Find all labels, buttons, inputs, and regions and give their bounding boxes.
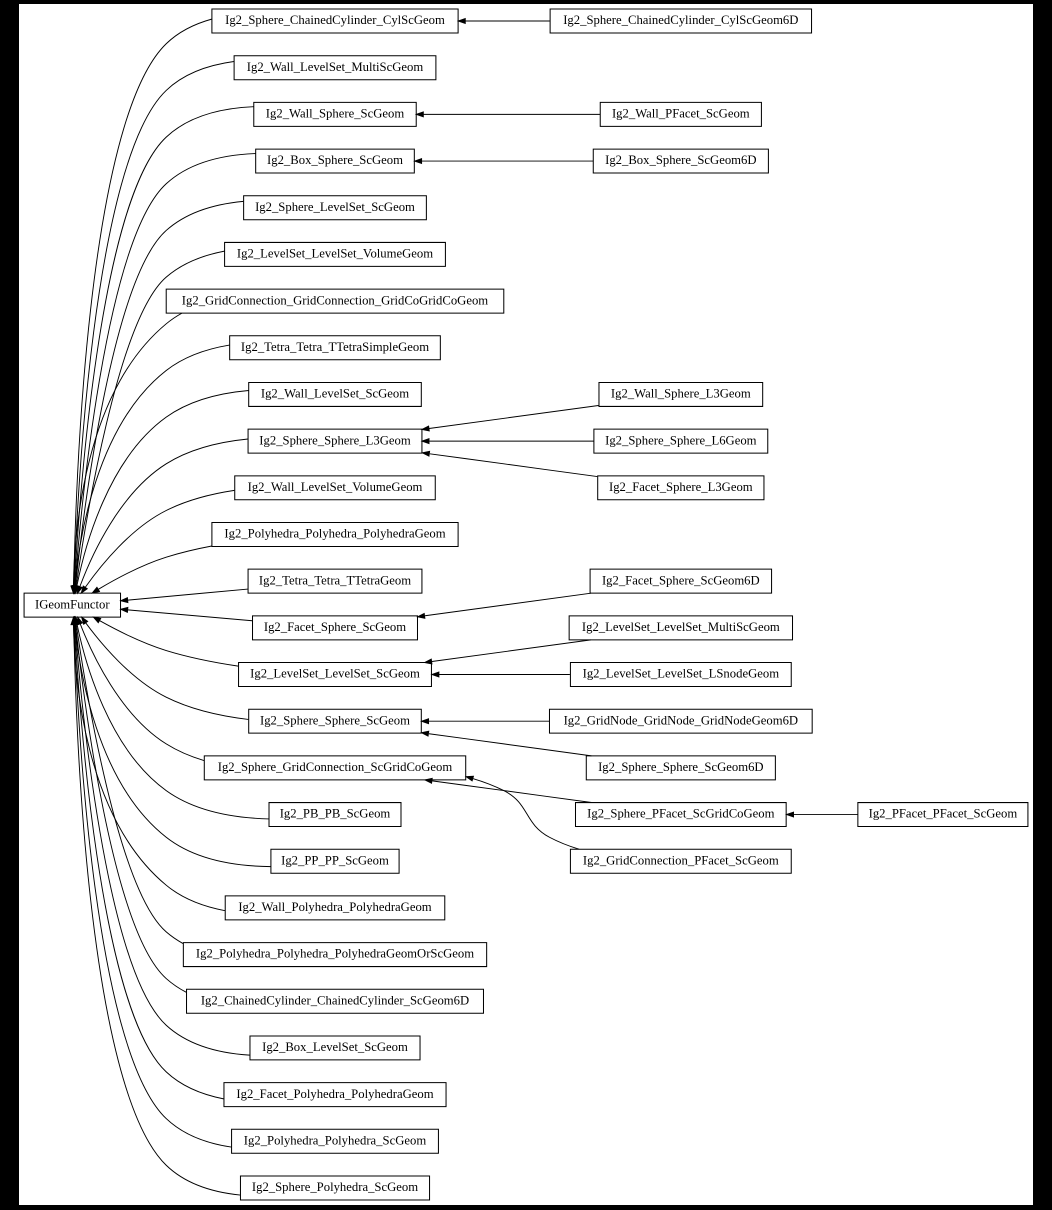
svg-text:Ig2_Wall_Sphere_ScGeom: Ig2_Wall_Sphere_ScGeom bbox=[266, 107, 405, 121]
svg-text:Ig2_Wall_LevelSet_ScGeom: Ig2_Wall_LevelSet_ScGeom bbox=[261, 387, 409, 401]
svg-text:Ig2_Sphere_Sphere_ScGeom6D: Ig2_Sphere_Sphere_ScGeom6D bbox=[598, 760, 763, 774]
svg-text:Ig2_Wall_LevelSet_VolumeGeom: Ig2_Wall_LevelSet_VolumeGeom bbox=[248, 480, 423, 494]
svg-text:Ig2_Sphere_ChainedCylinder_Cyl: Ig2_Sphere_ChainedCylinder_CylScGeom bbox=[225, 13, 445, 27]
svg-text:Ig2_LevelSet_LevelSet_LSnodeGe: Ig2_LevelSet_LevelSet_LSnodeGeom bbox=[583, 667, 780, 681]
svg-text:Ig2_Sphere_ChainedCylinder_Cyl: Ig2_Sphere_ChainedCylinder_CylScGeom6D bbox=[563, 13, 798, 27]
svg-text:Ig2_LevelSet_LevelSet_MultiScG: Ig2_LevelSet_LevelSet_MultiScGeom bbox=[582, 620, 780, 634]
svg-text:Ig2_Facet_Sphere_ScGeom: Ig2_Facet_Sphere_ScGeom bbox=[264, 620, 406, 634]
svg-text:Ig2_Box_Sphere_ScGeom6D: Ig2_Box_Sphere_ScGeom6D bbox=[605, 153, 756, 167]
svg-text:Ig2_PB_PB_ScGeom: Ig2_PB_PB_ScGeom bbox=[280, 807, 391, 821]
svg-text:Ig2_LevelSet_LevelSet_ScGeom: Ig2_LevelSet_LevelSet_ScGeom bbox=[250, 667, 420, 681]
svg-text:Ig2_PP_PP_ScGeom: Ig2_PP_PP_ScGeom bbox=[281, 853, 389, 867]
svg-text:Ig2_PFacet_PFacet_ScGeom: Ig2_PFacet_PFacet_ScGeom bbox=[869, 807, 1018, 821]
svg-text:Ig2_Polyhedra_Polyhedra_ScGeom: Ig2_Polyhedra_Polyhedra_ScGeom bbox=[244, 1133, 427, 1147]
svg-text:Ig2_Polyhedra_Polyhedra_Polyhe: Ig2_Polyhedra_Polyhedra_PolyhedraGeom bbox=[224, 527, 445, 541]
svg-text:Ig2_Facet_Sphere_L3Geom: Ig2_Facet_Sphere_L3Geom bbox=[609, 480, 753, 494]
svg-text:Ig2_Polyhedra_Polyhedra_Polyhe: Ig2_Polyhedra_Polyhedra_PolyhedraGeomOrS… bbox=[196, 947, 474, 961]
svg-text:Ig2_GridConnection_GridConnect: Ig2_GridConnection_GridConnection_GridCo… bbox=[182, 293, 489, 307]
svg-text:Ig2_Sphere_GridConnection_ScGr: Ig2_Sphere_GridConnection_ScGridCoGeom bbox=[218, 760, 453, 774]
svg-text:Ig2_Sphere_Sphere_L3Geom: Ig2_Sphere_Sphere_L3Geom bbox=[259, 433, 411, 447]
svg-text:Ig2_Box_Sphere_ScGeom: Ig2_Box_Sphere_ScGeom bbox=[267, 153, 403, 167]
svg-text:Ig2_Wall_LevelSet_MultiScGeom: Ig2_Wall_LevelSet_MultiScGeom bbox=[247, 60, 424, 74]
svg-text:Ig2_Sphere_Sphere_L6Geom: Ig2_Sphere_Sphere_L6Geom bbox=[605, 433, 757, 447]
svg-text:Ig2_Tetra_Tetra_TTetraGeom: Ig2_Tetra_Tetra_TTetraGeom bbox=[259, 573, 411, 587]
svg-text:Ig2_LevelSet_LevelSet_VolumeGe: Ig2_LevelSet_LevelSet_VolumeGeom bbox=[237, 247, 433, 261]
svg-text:Ig2_GridConnection_PFacet_ScGe: Ig2_GridConnection_PFacet_ScGeom bbox=[583, 853, 779, 867]
svg-text:Ig2_Wall_Polyhedra_PolyhedraGe: Ig2_Wall_Polyhedra_PolyhedraGeom bbox=[238, 900, 432, 914]
svg-text:Ig2_Box_LevelSet_ScGeom: Ig2_Box_LevelSet_ScGeom bbox=[262, 1040, 408, 1054]
svg-text:Ig2_Sphere_Sphere_ScGeom: Ig2_Sphere_Sphere_ScGeom bbox=[260, 713, 410, 727]
svg-text:Ig2_Sphere_LevelSet_ScGeom: Ig2_Sphere_LevelSet_ScGeom bbox=[255, 200, 415, 214]
svg-text:IGeomFunctor: IGeomFunctor bbox=[35, 597, 110, 611]
svg-text:Ig2_Tetra_Tetra_TTetraSimpleGe: Ig2_Tetra_Tetra_TTetraSimpleGeom bbox=[241, 340, 429, 354]
svg-text:Ig2_GridNode_GridNode_GridNode: Ig2_GridNode_GridNode_GridNodeGeom6D bbox=[564, 713, 799, 727]
svg-text:Ig2_Sphere_Polyhedra_ScGeom: Ig2_Sphere_Polyhedra_ScGeom bbox=[252, 1180, 418, 1194]
svg-text:Ig2_Facet_Polyhedra_PolyhedraG: Ig2_Facet_Polyhedra_PolyhedraGeom bbox=[236, 1087, 433, 1101]
svg-text:Ig2_Facet_Sphere_ScGeom6D: Ig2_Facet_Sphere_ScGeom6D bbox=[602, 573, 760, 587]
svg-text:Ig2_ChainedCylinder_ChainedCyl: Ig2_ChainedCylinder_ChainedCylinder_ScGe… bbox=[201, 993, 469, 1007]
svg-text:Ig2_Wall_Sphere_L3Geom: Ig2_Wall_Sphere_L3Geom bbox=[611, 387, 751, 401]
svg-text:Ig2_Sphere_PFacet_ScGridCoGeom: Ig2_Sphere_PFacet_ScGridCoGeom bbox=[587, 807, 774, 821]
svg-text:Ig2_Wall_PFacet_ScGeom: Ig2_Wall_PFacet_ScGeom bbox=[612, 107, 750, 121]
